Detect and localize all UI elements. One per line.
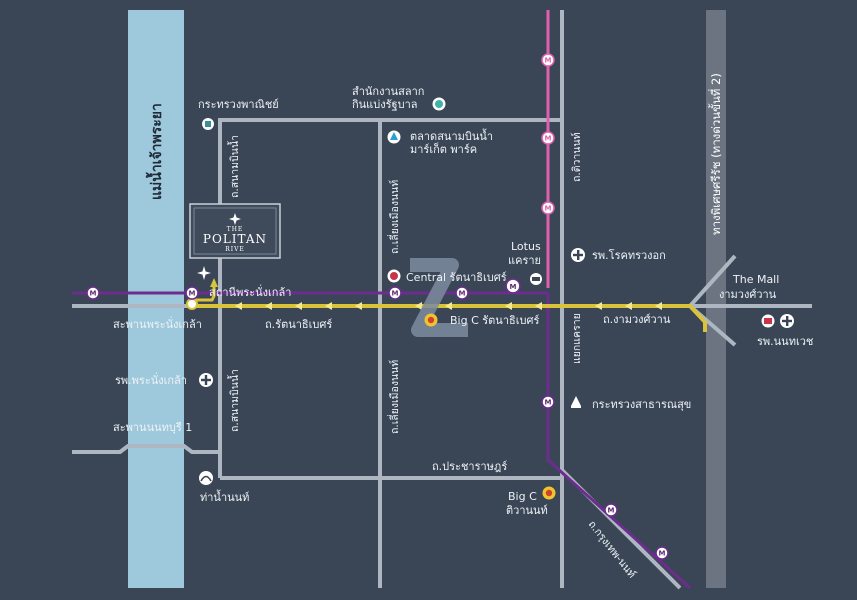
svg-text:M: M — [459, 290, 466, 298]
place-label: สำนักงานสลาก — [352, 85, 424, 98]
svg-text:RIVE: RIVE — [225, 246, 245, 253]
metro-station-icon: M — [455, 286, 469, 300]
road-label: ถ.สนามบินน้ำ — [227, 135, 241, 198]
svg-text:M: M — [545, 399, 552, 407]
government-building-icon — [571, 396, 581, 408]
shopping-icon — [530, 273, 542, 285]
bigc-logo-icon — [542, 486, 556, 500]
place-label: Big C รัตนาธิเบศร์ — [450, 314, 539, 327]
place-label: ตลาดสนามบินน้ำ — [410, 128, 493, 143]
project-star-icon — [197, 266, 211, 280]
road-label: ถ.สนามบินน้ำ — [227, 369, 241, 432]
place-label: ท่าน้ำนนท์ — [200, 489, 249, 504]
commerce-ministry-icon — [202, 118, 214, 130]
place-label: กระทรวงสาธารณสุข — [592, 398, 691, 411]
lottery-office-icon — [432, 97, 446, 111]
place-label: Big C — [508, 490, 537, 503]
svg-text:M: M — [392, 290, 399, 298]
road-label: ถ.งามวงศ์วาน — [603, 313, 671, 326]
metro-station-icon: M — [505, 278, 521, 294]
road-ramp-upper — [688, 254, 737, 308]
road-label: ถ.รัตนาธิเบศร์ — [265, 318, 332, 331]
svg-text:M: M — [545, 57, 552, 65]
road-label: ถ.เลี่ยงเมืองนนท์ — [387, 360, 401, 434]
road-label: ถ.เลี่ยงเมืองนนท์ — [387, 180, 401, 254]
place-label: ติวานนท์ — [506, 504, 548, 517]
road-label: ถ.ประชาราษฎร์ — [432, 460, 507, 473]
market-icon — [387, 130, 401, 144]
place-label: สถานีพระนั่งเกล้า — [209, 284, 291, 299]
svg-text:M: M — [659, 550, 666, 558]
hospital-cross-icon — [780, 314, 794, 328]
pink-line: M M M — [541, 10, 555, 288]
road-top-horizontal — [218, 118, 560, 128]
place-label: Central รัตนาธิเบศร์ — [406, 271, 507, 284]
expressway-label: ทางพิเศษศรีรัช (ทางด่วนขั้นที่ 2) — [708, 73, 723, 235]
route-start-marker — [186, 298, 198, 310]
project-logo: THE POLITAN RIVE — [189, 203, 281, 259]
place-label: มาร์เก็ต พาร์ค — [410, 142, 477, 156]
metro-station-icon: M — [655, 546, 669, 560]
pink-line-station: M — [541, 131, 555, 145]
svg-text:M: M — [608, 507, 615, 515]
gold-route-line — [192, 304, 707, 332]
route-arrow-icon — [210, 278, 218, 287]
place-label: รพ.โรคทรวงอก — [592, 248, 666, 262]
metro-station-icon: M — [388, 286, 402, 300]
place-label: The Mall — [732, 273, 779, 286]
metro-station-icon: M — [541, 395, 555, 409]
place-label: แคราย — [508, 254, 541, 267]
pink-line-station: M — [541, 201, 555, 215]
place-label: กินแบ่งรัฐบาล — [352, 98, 418, 111]
watermark-logo — [410, 258, 468, 337]
road-nonthaburi-bridge — [72, 444, 220, 454]
place-label: Lotus — [511, 240, 541, 253]
purple-line-track-south — [546, 293, 692, 590]
gold-route-spur — [192, 285, 216, 302]
project-star-icon — [229, 213, 241, 225]
svg-text:M: M — [545, 135, 552, 143]
route-direction-arrows — [235, 302, 662, 310]
place-label: กระทรวงพาณิชย์ — [198, 98, 279, 111]
place-label: สะพานนนทบุรี 1 — [113, 421, 192, 434]
metro-station-icon: M — [86, 286, 100, 300]
shopping-icon — [761, 314, 775, 328]
pier-icon — [199, 471, 213, 485]
place-label: งามวงศ์วาน — [719, 288, 777, 301]
svg-text:THE: THE — [227, 226, 244, 233]
svg-text:M: M — [90, 290, 97, 298]
place-label: รพ.นนทเวช — [757, 335, 813, 348]
river-label: แม่น้ำเจ้าพระยา — [145, 103, 165, 200]
metro-station-icon: M — [185, 286, 199, 300]
svg-text:M: M — [189, 290, 196, 298]
road-label: ถ.ติวานนท์ — [570, 132, 583, 182]
svg-text:POLITAN: POLITAN — [203, 232, 267, 246]
metro-station-icon: M — [604, 503, 618, 517]
place-label: รพ.พระนั่งเกล้า — [115, 372, 187, 387]
svg-text:M: M — [510, 283, 517, 291]
central-logo-icon — [387, 269, 401, 283]
bigc-logo-icon — [424, 313, 438, 327]
hospital-cross-icon — [571, 248, 585, 262]
expressway — [706, 10, 726, 588]
hospital-cross-icon — [199, 373, 213, 387]
svg-text:M: M — [545, 205, 552, 213]
road-label: แยกแคราย — [571, 313, 583, 364]
place-label: สะพานพระนั่งเกล้า — [113, 316, 202, 331]
pink-line-station: M — [541, 53, 555, 67]
river — [128, 10, 184, 588]
